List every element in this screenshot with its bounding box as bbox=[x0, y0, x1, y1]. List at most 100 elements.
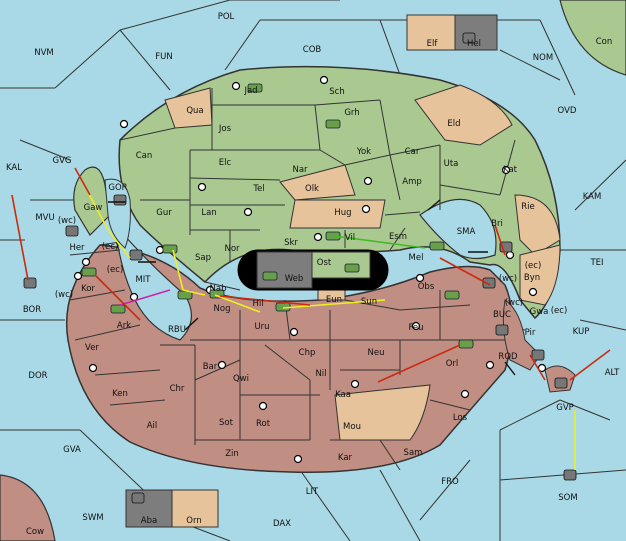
label-elc: Elc bbox=[219, 158, 232, 168]
label-byn-ec: (ec) bbox=[525, 261, 542, 271]
label-sap: Sap bbox=[195, 253, 211, 263]
label-fro: FRO bbox=[441, 477, 459, 487]
label-eld: Eld bbox=[447, 119, 460, 129]
label-gaw-wc: (wc) bbox=[58, 216, 76, 226]
orn-territory bbox=[171, 489, 219, 528]
label-dor: DOR bbox=[28, 371, 47, 381]
double-arrows bbox=[108, 199, 516, 376]
region-labels: POL COB FUN NVM NOM Con Elf Hel OVD KAL … bbox=[6, 12, 620, 537]
label-lit: LIT bbox=[306, 487, 319, 497]
label-con: Con bbox=[596, 37, 613, 47]
label-yok: Yok bbox=[356, 147, 371, 157]
label-kor: Kor bbox=[81, 284, 95, 294]
label-ovd: OVD bbox=[558, 106, 577, 116]
label-gvg: GVG bbox=[53, 156, 72, 166]
label-nor: Nor bbox=[224, 244, 240, 254]
label-grh: Grh bbox=[344, 108, 359, 118]
label-mel: Mel bbox=[409, 253, 424, 263]
label-bri: Bri bbox=[491, 219, 503, 229]
label-can: Can bbox=[136, 151, 153, 161]
label-sam: Sam bbox=[404, 448, 423, 458]
label-nom: NOM bbox=[533, 53, 553, 63]
label-los: Los bbox=[453, 413, 468, 423]
label-orn: Orn bbox=[186, 516, 201, 526]
label-web: Web bbox=[285, 274, 304, 284]
label-uta: Uta bbox=[444, 159, 459, 169]
label-sma: SMA bbox=[457, 227, 476, 237]
label-sun: Sun bbox=[361, 297, 377, 307]
label-ost: Ost bbox=[317, 258, 332, 268]
label-sot: Sot bbox=[219, 418, 234, 428]
label-mou: Mou bbox=[343, 422, 361, 432]
label-tei: TEI bbox=[589, 258, 603, 268]
label-rod: ROD bbox=[498, 352, 518, 362]
label-rie: Rie bbox=[521, 202, 535, 212]
label-gwa-wc: (wc) bbox=[505, 298, 523, 308]
label-jos: Jos bbox=[218, 124, 232, 134]
label-eun: Eun bbox=[326, 295, 342, 305]
elf-territory bbox=[406, 14, 456, 51]
label-hug: Hug bbox=[334, 208, 351, 218]
label-kam: KAM bbox=[583, 192, 602, 202]
label-olk: Olk bbox=[305, 184, 319, 194]
label-qwi: Qwi bbox=[233, 374, 249, 384]
label-gwa-ec: (ec) bbox=[551, 306, 568, 316]
label-hil: Hil bbox=[252, 299, 263, 309]
label-kat: Kat bbox=[503, 165, 518, 175]
label-kor-wc: (wc) bbox=[55, 290, 73, 300]
label-obs: Obs bbox=[418, 282, 435, 292]
army-units bbox=[81, 83, 474, 349]
label-skr: Skr bbox=[284, 238, 298, 248]
label-lan: Lan bbox=[201, 208, 216, 218]
label-gor: GOR bbox=[108, 183, 127, 193]
label-jad: Jad bbox=[243, 86, 257, 96]
label-swm: SWM bbox=[82, 513, 103, 523]
label-buc: BUC bbox=[493, 310, 511, 320]
label-elf: Elf bbox=[427, 39, 439, 49]
label-esm: Esm bbox=[389, 232, 407, 242]
label-ark: Ark bbox=[117, 321, 131, 331]
label-rbu: RBU bbox=[168, 325, 186, 335]
label-nog: Nog bbox=[214, 304, 231, 314]
label-her-ec: (ec) bbox=[102, 242, 119, 252]
label-pol: POL bbox=[218, 12, 235, 22]
label-gva: GVA bbox=[63, 445, 81, 455]
label-mit: MIT bbox=[135, 275, 151, 285]
label-sch: Sch bbox=[329, 87, 344, 97]
label-gaw: Gaw bbox=[84, 203, 103, 213]
fleet-units bbox=[23, 32, 577, 504]
label-gur: Gur bbox=[156, 208, 172, 218]
label-zin: Zin bbox=[225, 449, 239, 459]
label-qua: Qua bbox=[186, 106, 203, 116]
ost-region bbox=[311, 251, 371, 279]
label-aba: Aba bbox=[141, 516, 157, 526]
label-ver: Ver bbox=[85, 343, 99, 353]
label-uru: Uru bbox=[254, 322, 269, 332]
label-her: Her bbox=[69, 243, 85, 253]
supply-centers bbox=[73, 75, 547, 464]
label-hel: Hel bbox=[467, 39, 481, 49]
label-cob: COB bbox=[303, 45, 322, 55]
label-car: Car bbox=[405, 147, 420, 157]
label-kal: KAL bbox=[6, 163, 22, 173]
label-som: SOM bbox=[558, 493, 577, 503]
label-chr: Chr bbox=[170, 384, 185, 394]
hel-territory bbox=[454, 14, 498, 51]
label-ken: Ken bbox=[112, 389, 128, 399]
label-gwa: Gwa bbox=[530, 307, 549, 317]
label-vil: Vil bbox=[345, 233, 355, 243]
label-alt: ALT bbox=[605, 368, 620, 378]
label-kaa: Kaa bbox=[335, 390, 351, 400]
label-nab: Nab bbox=[210, 284, 227, 294]
label-nvm: NVM bbox=[34, 48, 54, 58]
label-orl: Orl bbox=[446, 359, 459, 369]
label-rot: Rot bbox=[256, 419, 271, 429]
label-pir: Pir bbox=[525, 328, 536, 338]
label-byn: Byn bbox=[524, 273, 540, 283]
label-obs-wc: (wc) bbox=[499, 274, 517, 284]
skr-web-region bbox=[256, 251, 313, 289]
label-neu: Neu bbox=[368, 348, 385, 358]
label-nar: Nar bbox=[292, 165, 308, 175]
order-arrows bbox=[11, 167, 611, 470]
